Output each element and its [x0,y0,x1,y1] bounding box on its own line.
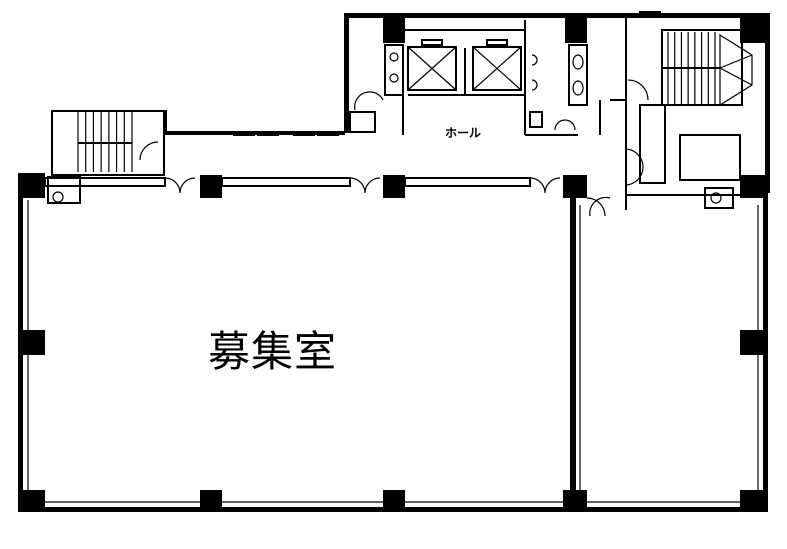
column [200,175,222,198]
column [18,173,45,198]
column [740,175,765,198]
corridor [163,110,345,136]
core [344,11,770,210]
room-label-available: 募集室 [208,327,338,376]
column [740,490,767,512]
left-stair [47,110,165,204]
column [18,490,45,512]
column [200,490,222,512]
column [740,330,767,355]
column [18,330,45,355]
column [383,490,405,512]
column [563,175,587,198]
office-walls [18,175,768,512]
columns [18,173,767,512]
column [563,490,587,512]
room-label-hall: ホール [445,126,482,140]
doors [139,79,649,217]
column [383,175,405,198]
